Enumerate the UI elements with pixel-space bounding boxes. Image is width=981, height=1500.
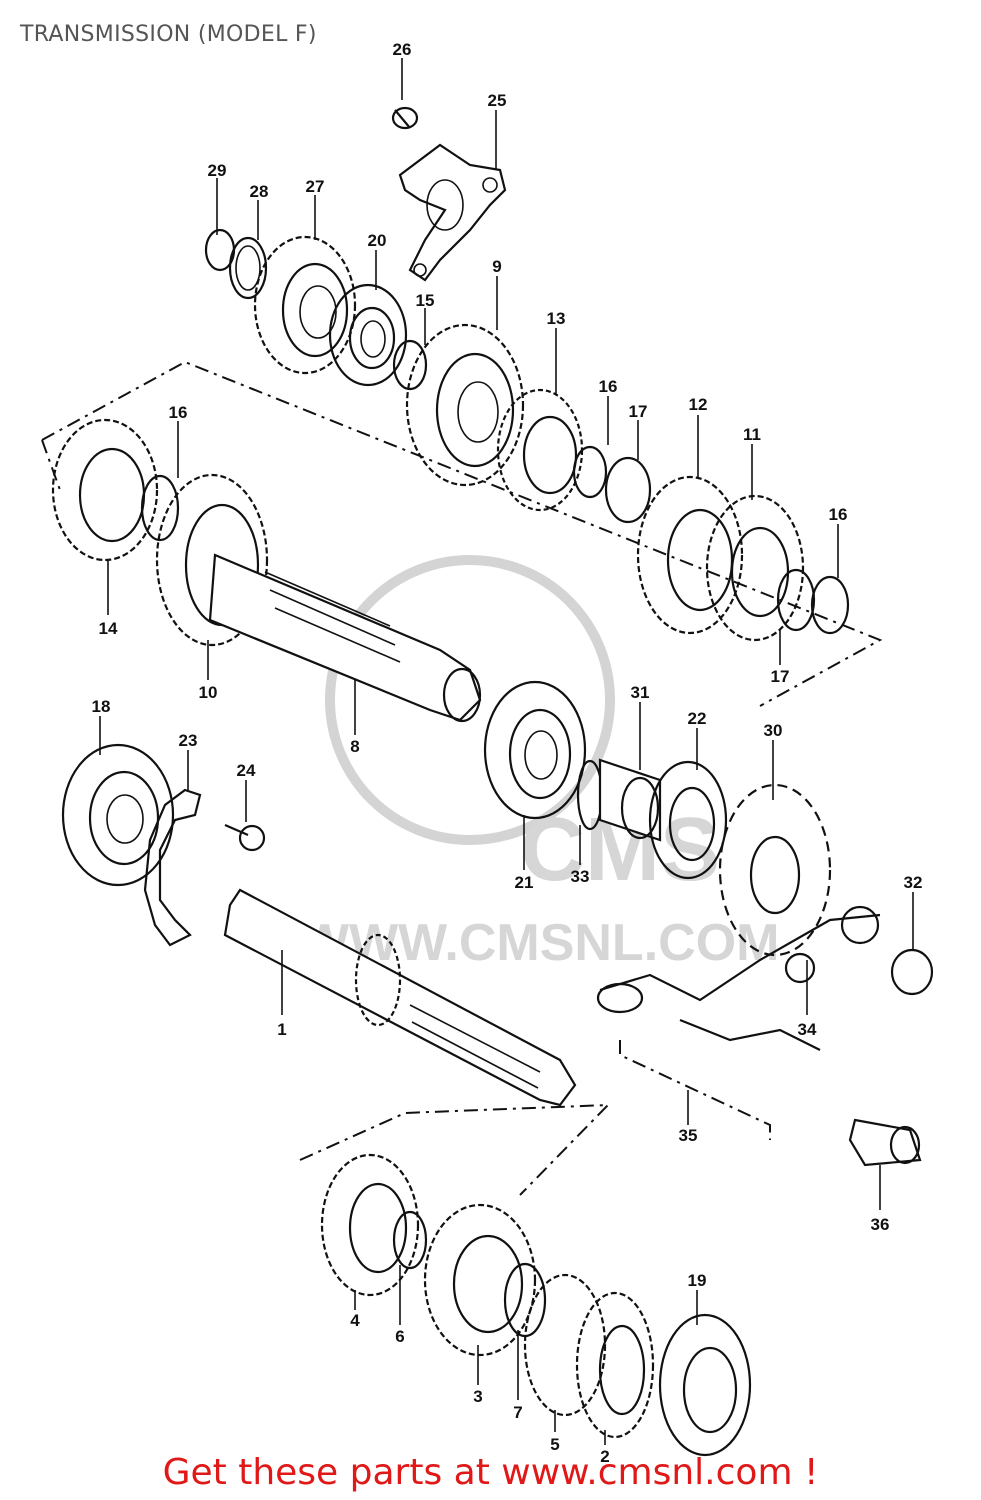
bearing-21 [483,680,587,820]
gear-27 [253,235,357,375]
footer-link[interactable]: Get these parts at www.cmsnl.com ! [162,1452,819,1493]
washer-17a [604,456,652,524]
watermark-url: WWW.CMSNL.COM [300,914,779,972]
callout-2: 2 [600,1447,609,1466]
gear-2 [575,1291,655,1439]
collar-31 [598,758,662,842]
gear-4 [320,1153,420,1297]
gear-13 [496,388,584,512]
callout-18: 18 [92,697,111,716]
callout-22: 22 [688,709,707,728]
callout-28: 28 [250,182,269,201]
callout-19: 19 [688,1271,707,1290]
drive-chain-35 [596,905,881,1051]
screw-26 [391,106,419,130]
bearing-18 [61,743,175,887]
callout-24: 24 [237,761,256,780]
callout-20: 20 [368,231,387,250]
callout-16a: 16 [599,377,618,396]
callout-23: 23 [179,731,198,750]
clip-32 [890,948,934,996]
callout-8: 8 [350,737,359,756]
callout-16c: 16 [169,403,188,422]
gear-9 [405,323,525,487]
callout-36: 36 [871,1215,890,1234]
callout-34: 34 [798,1020,817,1039]
callout-7: 7 [513,1403,522,1422]
callout-1: 1 [277,1020,286,1039]
callout-29: 29 [208,161,227,180]
callout-16b: 16 [829,505,848,524]
gear-5 [523,1273,607,1417]
bearing-20 [328,283,408,387]
callout-35: 35 [679,1126,698,1145]
callout-21: 21 [515,873,534,892]
callout-25: 25 [488,91,507,110]
callout-33: 33 [571,867,590,886]
callout-30: 30 [764,721,783,740]
page-title: TRANSMISSION (MODEL F) [20,22,317,47]
leader-lines [99,58,914,1445]
plate-23 [143,788,202,947]
circlip-16c [140,474,180,542]
countershaft-group-outline [41,360,883,707]
callout-6: 6 [395,1327,404,1346]
callout-14: 14 [99,619,118,638]
sprocket-30 [718,783,832,957]
callout-3: 3 [473,1387,482,1406]
driveshaft-group-outline [299,1103,611,1196]
callout-4: 4 [350,1311,360,1330]
callout-26: 26 [393,40,412,59]
driveshaft-1 [223,888,577,1107]
callout-labels: 26 25 29 28 27 20 9 15 13 16 17 12 11 16… [92,40,923,1466]
gear-3 [423,1203,537,1357]
callout-27: 27 [306,177,325,196]
callout-15: 15 [416,291,435,310]
sleeve-36 [848,1118,922,1167]
gear-14 [51,418,159,562]
chain-group-bracket [619,1040,771,1140]
callout-5: 5 [550,1435,559,1454]
gear-11 [705,494,805,642]
countershaft-8 [208,553,482,723]
callout-17a: 17 [629,402,648,421]
callout-10: 10 [199,683,218,702]
circlip-6 [392,1210,428,1270]
oil-seal-22 [648,760,728,880]
callout-17b: 17 [771,667,790,686]
callout-12: 12 [689,395,708,414]
circlip-16b [810,575,850,635]
callout-13: 13 [547,309,566,328]
washer-17b [776,568,816,632]
callout-31: 31 [631,683,650,702]
callout-11: 11 [743,425,761,444]
circlip-16a [572,445,608,499]
washer-28 [228,236,268,300]
callout-32: 32 [904,873,923,892]
countershaft-group-outline-left [41,439,61,491]
bearing-19 [658,1313,752,1457]
screw-24 [224,823,266,852]
washer-15 [392,339,428,391]
plate-25 [398,143,507,282]
gear-12 [636,475,744,635]
callout-9: 9 [492,257,501,276]
